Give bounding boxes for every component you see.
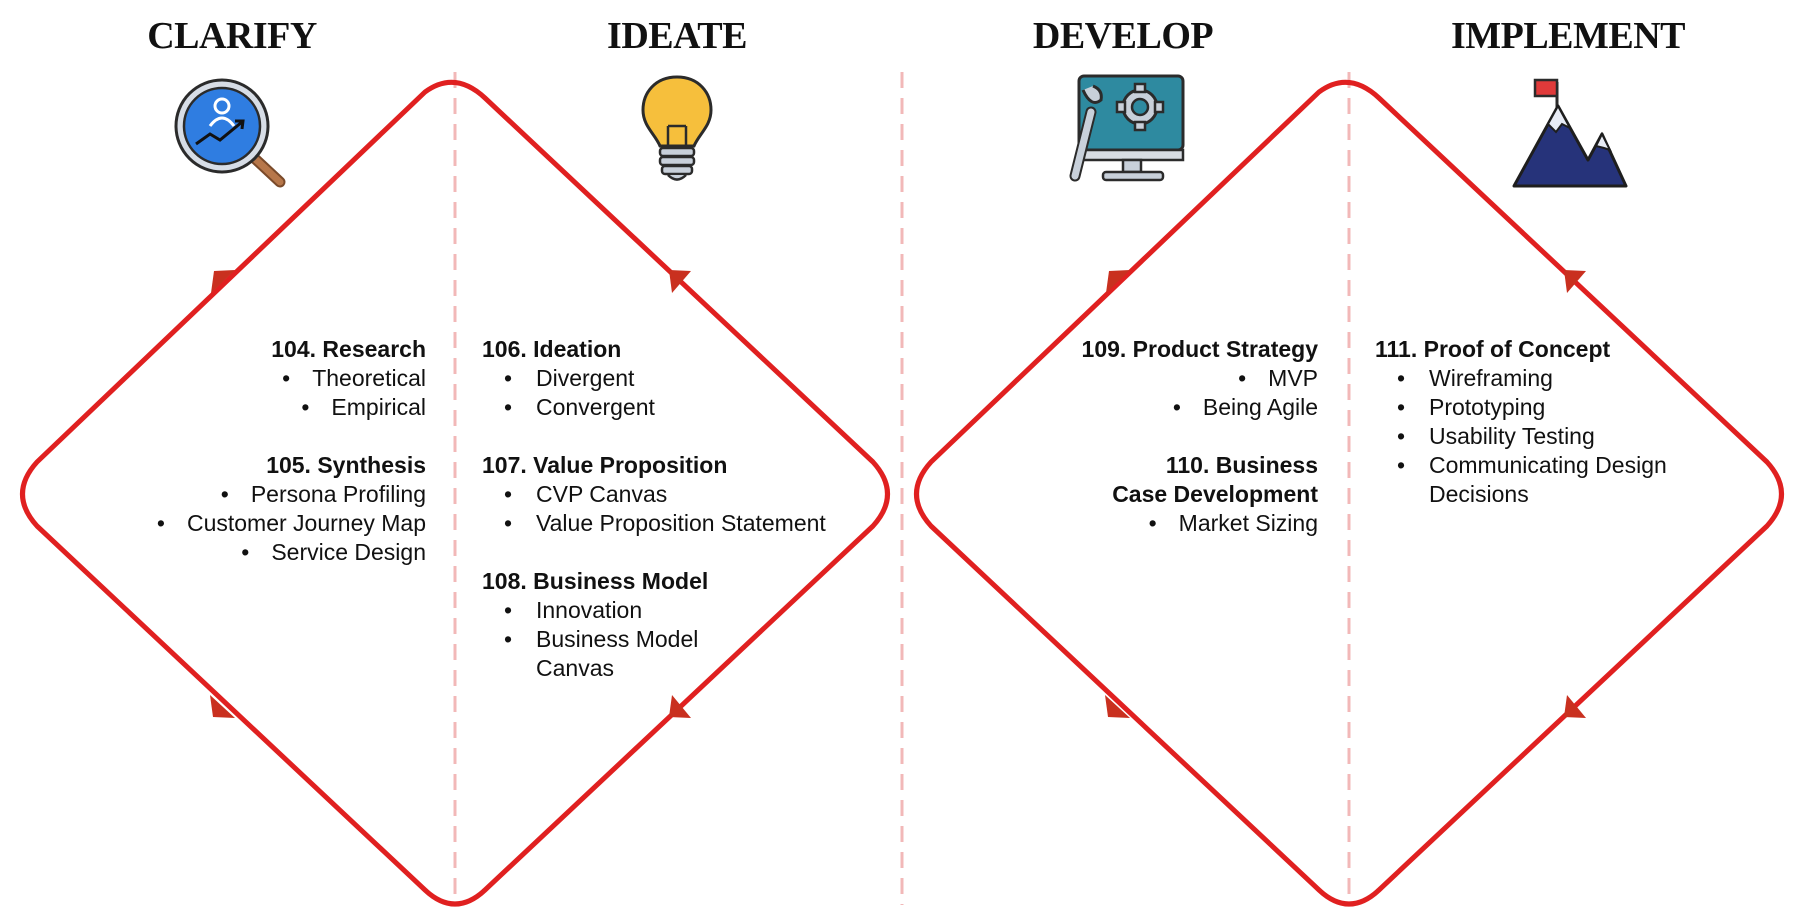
list-item: Market Sizing — [1028, 509, 1318, 538]
flow-arrow — [1564, 695, 1586, 718]
list-item: Theoretical — [157, 364, 426, 393]
list-item: Usability Testing — [1375, 422, 1705, 451]
magnifier-user-icon — [172, 76, 292, 197]
list-item: Prototyping — [1375, 393, 1705, 422]
section-title: 107. Value Proposition — [482, 452, 728, 478]
flow-arrow — [1564, 270, 1586, 293]
list-item: CVP Canvas — [482, 480, 882, 509]
section-proof-of-concept: 111. Proof of Concept Wireframing Protot… — [1375, 335, 1705, 509]
list-item: Communicating Design Decisions — [1375, 451, 1705, 509]
list-item: Value Proposition Statement — [482, 509, 882, 538]
develop-implement-diamond — [914, 79, 1784, 907]
monitor-wrench-gear-icon — [1065, 72, 1187, 193]
list-item: Empirical — [157, 393, 426, 422]
phase-title-ideate: IDEATE — [607, 15, 747, 57]
flow-arrow — [1105, 695, 1130, 718]
section-title: 104. Research — [271, 336, 426, 362]
implement-content: 111. Proof of Concept Wireframing Protot… — [1375, 335, 1705, 538]
list-item: Wireframing — [1375, 364, 1705, 393]
section-business-case: 110. Business Case Development Market Si… — [1028, 451, 1318, 538]
phase-title-implement: IMPLEMENT — [1450, 15, 1686, 57]
section-title: 109. Product Strategy — [1081, 336, 1318, 362]
list-item: Service Design — [157, 538, 426, 567]
list-item: Convergent — [482, 393, 882, 422]
list-item: Divergent — [482, 364, 882, 393]
flow-arrow — [1106, 270, 1130, 293]
develop-content: 109. Product Strategy MVP Being Agile 11… — [1028, 335, 1318, 567]
clarify-content: 104. Research Theoretical Empirical 105.… — [157, 335, 426, 596]
flow-arrow — [669, 270, 691, 293]
list-item: Persona Profiling — [157, 480, 426, 509]
lightbulb-icon — [640, 74, 714, 191]
flow-arrow — [211, 270, 235, 293]
section-product-strategy: 109. Product Strategy MVP Being Agile — [1028, 335, 1318, 422]
flow-arrow — [669, 695, 691, 718]
list-item: Customer Journey Map — [157, 509, 426, 538]
section-synthesis: 105. Synthesis Persona Profiling Custome… — [157, 451, 426, 567]
ideate-content: 106. Ideation Divergent Convergent 107. … — [482, 335, 882, 712]
section-title: 110. Business Case Development — [1112, 452, 1318, 507]
list-item: MVP — [1028, 364, 1318, 393]
list-item: Business Model Canvas — [482, 625, 722, 683]
section-title: 111. Proof of Concept — [1375, 336, 1611, 362]
section-title: 108. Business Model — [482, 568, 709, 594]
flow-arrow — [210, 695, 235, 718]
phase-title-develop: DEVELOP — [1032, 15, 1214, 57]
section-ideation: 106. Ideation Divergent Convergent — [482, 335, 882, 422]
section-research: 104. Research Theoretical Empirical — [157, 335, 426, 422]
mountain-flag-icon — [1510, 74, 1628, 195]
section-title: 105. Synthesis — [266, 452, 426, 478]
clarify-ideate-diamond — [20, 79, 890, 907]
phase-title-clarify: CLARIFY — [147, 15, 317, 57]
list-item: Innovation — [482, 596, 722, 625]
section-value-proposition: 107. Value Proposition CVP Canvas Value … — [482, 451, 882, 538]
list-item: Being Agile — [1028, 393, 1318, 422]
section-title: 106. Ideation — [482, 336, 622, 362]
section-business-model: 108. Business Model Innovation Business … — [482, 567, 882, 683]
